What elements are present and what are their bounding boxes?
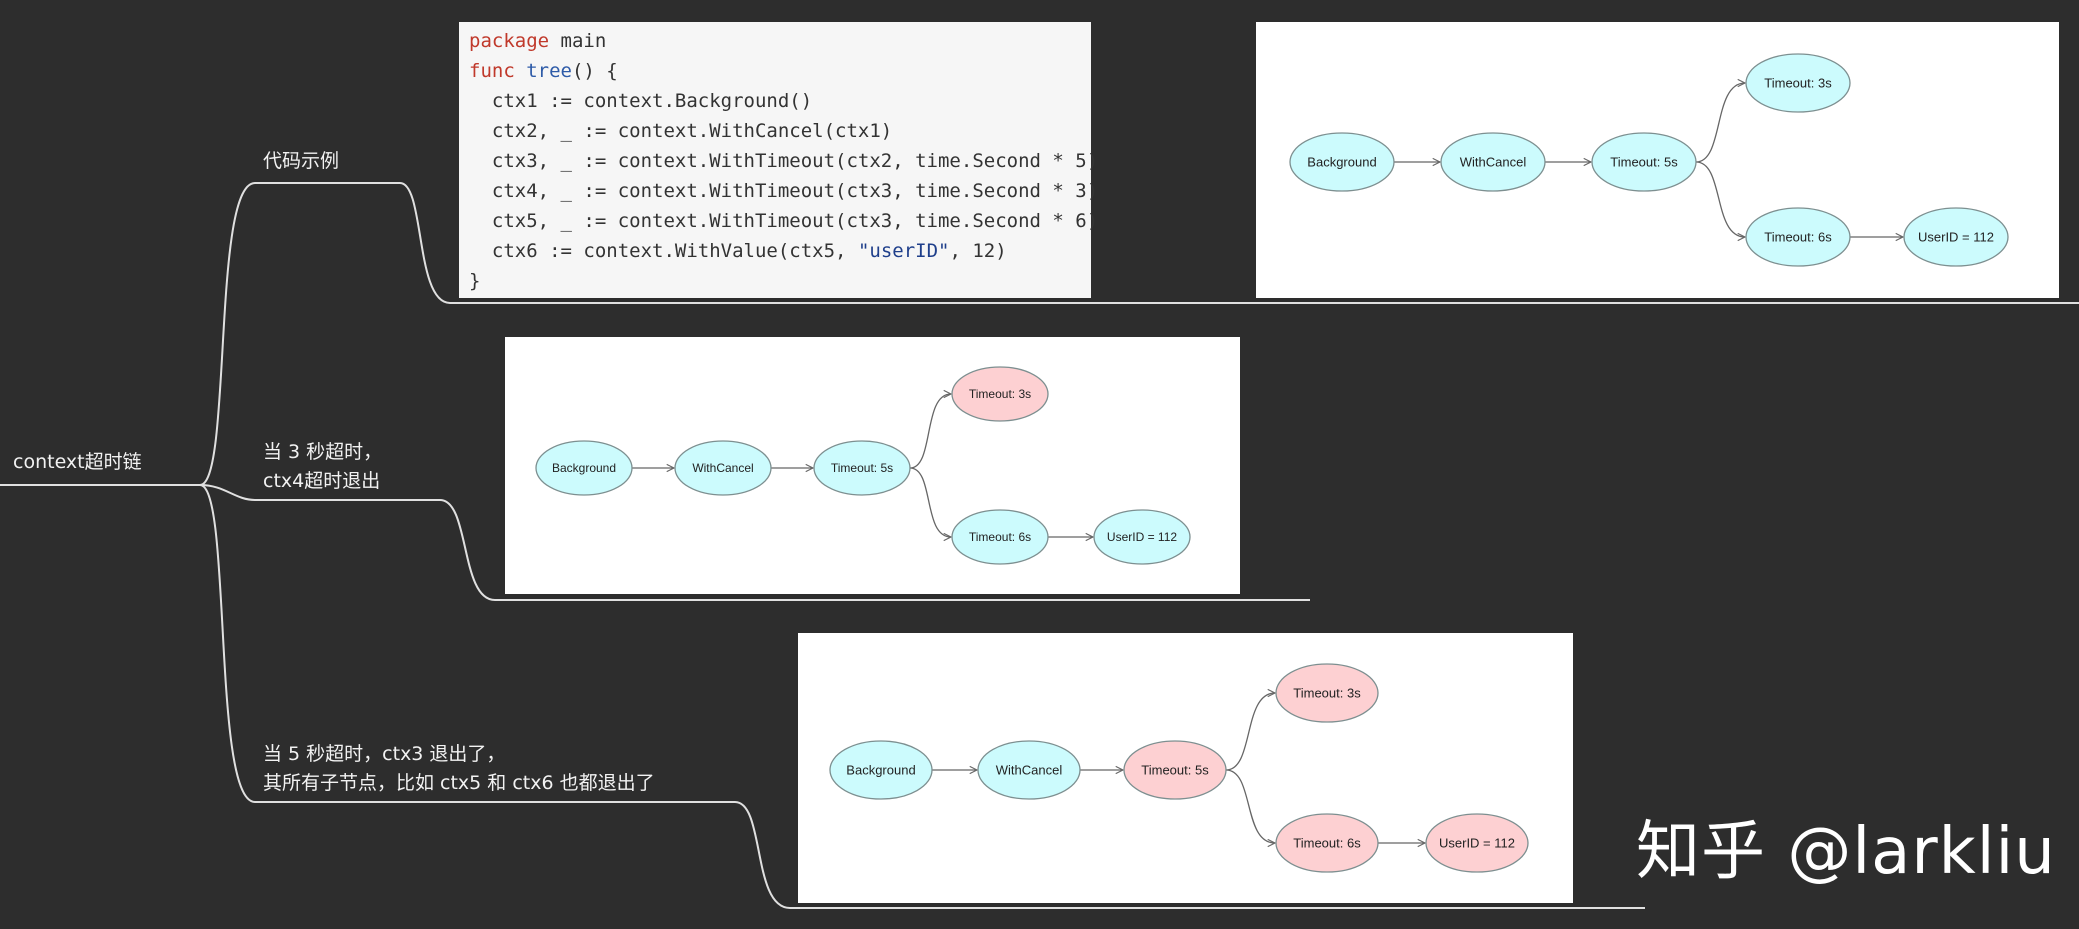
node-label: Timeout: 3s: [1293, 685, 1361, 700]
node-ellipse: [1275, 663, 1379, 723]
branch-label-5s-timeout: 当 5 秒超时，ctx3 退出了， 其所有子节点，比如 ctx5 和 ctx6 …: [263, 743, 655, 794]
edge-t5-t3: [909, 394, 951, 469]
edge-t5-t6: [909, 467, 951, 537]
code-line-7: ctx5, _ := context.WithTimeout(ctx3, tim…: [469, 210, 1099, 232]
node-ellipse: [674, 440, 772, 496]
node-ellipse: [535, 440, 633, 496]
code-line-8: ctx6 := context.WithValue(ctx5, "userID"…: [469, 240, 1007, 262]
node-label: Background: [1307, 154, 1376, 169]
node-bg: Background: [535, 440, 633, 496]
node-label: Timeout: 3s: [969, 387, 1031, 401]
node-label: UserID = 112: [1107, 530, 1177, 544]
code-line-3: ctx1 := context.Background(): [469, 90, 813, 112]
node-t3: Timeout: 3s: [951, 366, 1049, 422]
node-ellipse: [829, 740, 933, 800]
code-line-5: ctx3, _ := context.WithTimeout(ctx2, tim…: [469, 150, 1099, 172]
node-ellipse: [813, 440, 911, 496]
node-uid: UserID = 112: [1425, 813, 1529, 873]
edge-t5-t3: [1225, 693, 1275, 771]
edge-t5-t6: [1695, 161, 1745, 237]
tree-diagram-svg: Background WithCancel Timeout: 5s Timeout: …: [535, 366, 1191, 565]
branch-label-3s-timeout: 当 3 秒超时， ctx4超时退出: [263, 441, 383, 492]
node-wc: WithCancel: [977, 740, 1081, 800]
node-label: Background: [552, 461, 616, 475]
node-bg: Background: [1289, 132, 1395, 192]
zhihu-watermark: 知乎 @larkliu: [1636, 815, 2056, 889]
context-tree-5s-timeout: Background WithCancel Timeout: 5s Timeout: …: [798, 633, 1573, 903]
node-ellipse: [951, 366, 1049, 422]
node-ellipse: [1093, 509, 1191, 565]
code-line-1: package main: [469, 30, 607, 52]
node-ellipse: [1591, 132, 1697, 192]
node-wc: WithCancel: [674, 440, 772, 496]
node-ellipse: [1745, 53, 1851, 113]
code-block: package main func tree() { ctx1 := conte…: [459, 22, 1099, 298]
node-label: Timeout: 3s: [1764, 75, 1832, 90]
node-t3: Timeout: 3s: [1275, 663, 1379, 723]
connector-branch-code: [199, 182, 2079, 486]
node-label: Timeout: 5s: [1610, 154, 1678, 169]
node-bg: Background: [829, 740, 933, 800]
node-t5: Timeout: 5s: [813, 440, 911, 496]
node-t3: Timeout: 3s: [1745, 53, 1851, 113]
node-label: WithCancel: [1460, 154, 1527, 169]
node-ellipse: [1289, 132, 1395, 192]
connector-branch-5s: [199, 484, 1645, 909]
node-label: WithCancel: [692, 461, 753, 475]
node-wc: WithCancel: [1440, 132, 1546, 192]
node-t5: Timeout: 5s: [1123, 740, 1227, 800]
context-tree-initial: Background WithCancel Timeout: 5s Timeout: …: [1256, 22, 2059, 298]
node-t6: Timeout: 6s: [951, 509, 1049, 565]
node-label: UserID = 112: [1439, 835, 1515, 850]
node-ellipse: [977, 740, 1081, 800]
node-ellipse: [1275, 813, 1379, 873]
node-ellipse: [1903, 207, 2009, 267]
node-t5: Timeout: 5s: [1591, 132, 1697, 192]
context-tree-3s-timeout: Background WithCancel Timeout: 5s Timeout: …: [505, 337, 1240, 594]
tree-diagram-svg: Background WithCancel Timeout: 5s Timeout: …: [1289, 53, 2009, 267]
branch-label-code-example: 代码示例: [263, 150, 340, 172]
code-line-2: func tree() {: [469, 60, 618, 82]
node-ellipse: [1440, 132, 1546, 192]
code-line-4: ctx2, _ := context.WithCancel(ctx1): [469, 120, 893, 142]
root-label: context超时链: [13, 451, 142, 473]
node-label: Timeout: 6s: [1293, 835, 1361, 850]
code-line-9: }: [469, 270, 481, 292]
node-t6: Timeout: 6s: [1275, 813, 1379, 873]
edge-t5-t6: [1225, 769, 1275, 843]
node-label: Timeout: 5s: [831, 461, 893, 475]
node-ellipse: [1425, 813, 1529, 873]
node-label: Timeout: 5s: [1141, 762, 1209, 777]
node-uid: UserID = 112: [1903, 207, 2009, 267]
node-label: Timeout: 6s: [1764, 229, 1832, 244]
node-label: WithCancel: [996, 762, 1063, 777]
node-t6: Timeout: 6s: [1745, 207, 1851, 267]
node-ellipse: [1123, 740, 1227, 800]
connector-branch-3s: [199, 484, 1310, 601]
node-label: Background: [846, 762, 915, 777]
code-line-6: ctx4, _ := context.WithTimeout(ctx3, tim…: [469, 180, 1099, 202]
edge-t5-t3: [1695, 83, 1745, 163]
node-ellipse: [1745, 207, 1851, 267]
node-label: Timeout: 6s: [969, 530, 1031, 544]
tree-diagram-svg: Background WithCancel Timeout: 5s Timeout: …: [829, 663, 1529, 873]
node-uid: UserID = 112: [1093, 509, 1191, 565]
node-label: UserID = 112: [1918, 229, 1994, 244]
node-ellipse: [951, 509, 1049, 565]
